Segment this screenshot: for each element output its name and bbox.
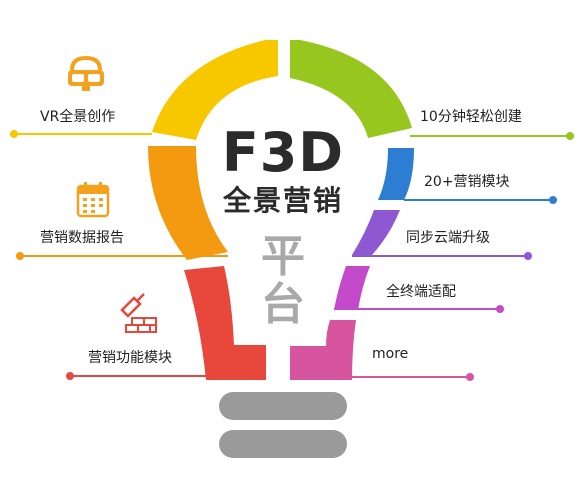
bulb-segment-magenta (334, 266, 370, 310)
bulb-segment-red (184, 266, 266, 380)
connector-more (290, 373, 474, 381)
calendar-report-icon (76, 182, 110, 218)
bulb-base-bottom (219, 430, 347, 458)
bulb-segment-pink (290, 320, 356, 380)
connector-20plus (404, 196, 557, 204)
bulb-segment-orange (148, 146, 228, 260)
feature-label-module: 营销功能模块 (88, 350, 172, 366)
center-title: F3D (221, 121, 345, 184)
center-platform-char-1: 平 (261, 231, 305, 282)
connector-vr (10, 130, 152, 138)
feature-label-10min: 10分钟轻松创建 (420, 109, 522, 125)
vr-headset-icon (68, 55, 104, 91)
center-platform-char-2: 台 (261, 279, 305, 330)
feature-label-terminal: 全终端适配 (386, 284, 456, 300)
feature-label-cloud: 同步云端升级 (406, 230, 490, 246)
connector-module (66, 372, 206, 380)
feature-label-vr: VR全景创作 (40, 109, 116, 125)
bulb-segment-blue (378, 148, 414, 200)
feature-label-report: 营销数据报告 (40, 230, 124, 246)
center-subtitle: 全景营销 (222, 184, 343, 217)
connector-10min (410, 132, 574, 140)
bulb-segment-yellow (152, 40, 278, 140)
trowel-bricks-icon (120, 293, 157, 333)
connector-terminal (334, 305, 504, 313)
connector-cloud (352, 252, 532, 260)
bulb-base-top (219, 392, 347, 420)
feature-label-more: more (372, 346, 409, 362)
feature-label-20plus: 20+营销模块 (424, 174, 510, 190)
connector-report (16, 252, 228, 260)
bulb-segment-purple (352, 210, 400, 255)
bulb-segment-green (290, 40, 412, 138)
